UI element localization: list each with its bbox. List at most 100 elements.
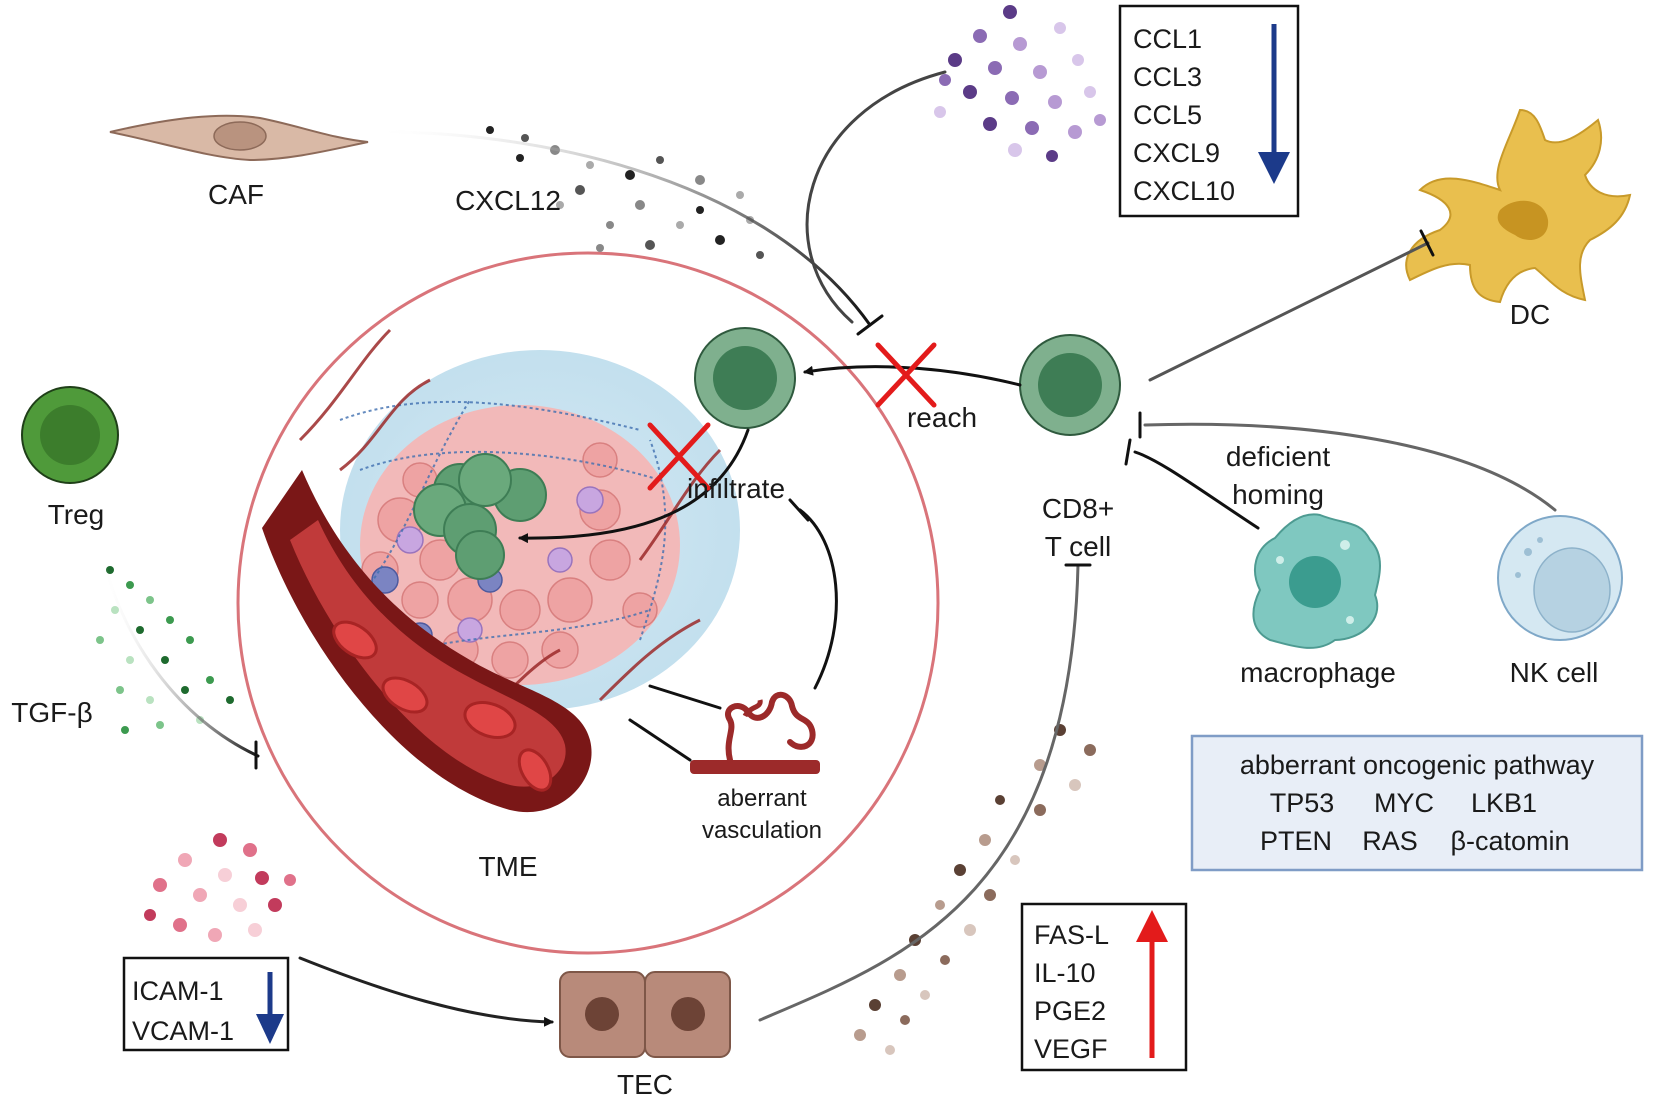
cxcl12-label: CXCL12 (455, 185, 561, 216)
infiltrated-t-cell-cluster (413, 453, 547, 580)
cxcl12-dot (715, 235, 725, 245)
up-arrow-icon (1136, 910, 1168, 1058)
red-blood-cell (381, 676, 429, 714)
chemokine-dot (1084, 86, 1096, 98)
cxcl12-dot (516, 154, 524, 162)
cd8-label-line1: CD8+ (1042, 493, 1114, 524)
adhesion-dot (233, 898, 247, 912)
tgfb-dot (116, 686, 124, 694)
chemokine-dot (963, 85, 977, 99)
tme-label: TME (478, 851, 537, 882)
blood-vessel (262, 470, 592, 813)
chemokine-dot (1068, 125, 1082, 139)
chemokine-dot (988, 61, 1002, 75)
tgfb-dot (181, 686, 189, 694)
chemokine-dot (1054, 22, 1066, 34)
caf-cell (109, 114, 369, 162)
chemokine-item: CCL5 (1133, 100, 1202, 130)
tec-factor-dot (964, 924, 976, 936)
chemokine-dot (1046, 150, 1058, 162)
tec-factor-dot (984, 889, 996, 901)
factor-item: IL-10 (1034, 958, 1096, 988)
t-cell-infiltrate (694, 327, 796, 429)
chemokine-box: CCL1 CCL3 CCL5 CXCL9 CXCL10 (1118, 4, 1300, 218)
tme-ring (236, 251, 940, 955)
chemokine-dot (973, 29, 987, 43)
oncogenic-gene: PTEN (1260, 826, 1332, 856)
tgfb-dot (156, 721, 164, 729)
cxcl12-dot (676, 221, 684, 229)
chemokine-item: CXCL9 (1133, 138, 1220, 168)
caf-label: CAF (208, 179, 264, 210)
chemokine-item: CCL3 (1133, 62, 1202, 92)
chemokine-item: CCL1 (1133, 24, 1202, 54)
cxcl12-dot (586, 161, 594, 169)
oncogenic-title: abberrant oncogenic pathway (1240, 750, 1595, 780)
tec-factor-dot (885, 1045, 895, 1055)
tec-factor-dot (894, 969, 906, 981)
tgfb-dot (146, 696, 154, 704)
cxcl12-dot (696, 206, 704, 214)
tec-factor-dot (869, 999, 881, 1011)
cxcl12-dot (625, 170, 635, 180)
chemokine-dot (1008, 143, 1022, 157)
dendritic-cell (1405, 108, 1632, 304)
tec-factor-dot (1034, 759, 1046, 771)
chemokine-dot (983, 117, 997, 131)
block-mark-reach (875, 342, 937, 408)
cxcl12-dot (575, 185, 585, 195)
tgfb-dot (146, 596, 154, 604)
tec-factor-dot (1034, 804, 1046, 816)
tec-factor-dot (935, 900, 945, 910)
tgfb-dot (226, 696, 234, 704)
tgfb-dot (161, 656, 169, 664)
tec-factor-dot (954, 864, 966, 876)
macrophage-label: macrophage (1240, 657, 1396, 688)
adhesion-dot (255, 871, 269, 885)
cxcl12-dot (756, 251, 764, 259)
cxcl12-dot (521, 134, 529, 142)
deficient-homing-line1: deficient (1226, 441, 1331, 472)
adhesion-dot (268, 898, 282, 912)
tec-factor-dot (979, 834, 991, 846)
tgfb-dot (126, 581, 134, 589)
tec-factor-dot (1010, 855, 1020, 865)
chemokine-item: CXCL10 (1133, 176, 1235, 206)
tgfb-dot (206, 676, 214, 684)
red-blood-cell (332, 620, 378, 660)
tec-factor-dot (920, 990, 930, 1000)
tgfb-dot (96, 636, 104, 644)
nk-cell-label: NK cell (1510, 657, 1599, 688)
chemokine-dot (1033, 65, 1047, 79)
tec-factor-dot (940, 955, 950, 965)
connectors (98, 70, 1557, 1027)
treg-label: Treg (48, 499, 105, 530)
chemokine-dot (1094, 114, 1106, 126)
chemokine-dot (934, 106, 946, 118)
adhesion-dot (218, 868, 232, 882)
factor-box: FAS-L IL-10 PGE2 VEGF (1020, 902, 1188, 1072)
chemokine-dot (1072, 54, 1084, 66)
cxcl12-dot (606, 221, 614, 229)
cd8-label-line2: T cell (1045, 531, 1111, 562)
reach-label: reach (907, 402, 977, 433)
adhesion-box: ICAM-1 VCAM-1 (122, 956, 290, 1052)
cxcl12-dot (656, 156, 664, 164)
nk-cell (1497, 515, 1623, 641)
factor-item: VEGF (1034, 1034, 1108, 1064)
cxcl12-dot (645, 240, 655, 250)
adhesion-dot (153, 878, 167, 892)
cxcl12-dot (556, 201, 564, 209)
factor-item: FAS-L (1034, 920, 1109, 950)
chemokine-dot (1013, 37, 1027, 51)
adhesion-dot (178, 853, 192, 867)
oncogenic-gene: MYC (1374, 788, 1434, 818)
tec-cells (559, 971, 731, 1058)
tec-factor-dot (900, 1015, 910, 1025)
adhesion-dot (144, 909, 156, 921)
oncogenic-pathway-box: abberrant oncogenic pathway TP53 MYC LKB… (1190, 734, 1644, 872)
block-mark-infiltrate (647, 422, 711, 491)
down-arrow-icon (1258, 24, 1290, 184)
